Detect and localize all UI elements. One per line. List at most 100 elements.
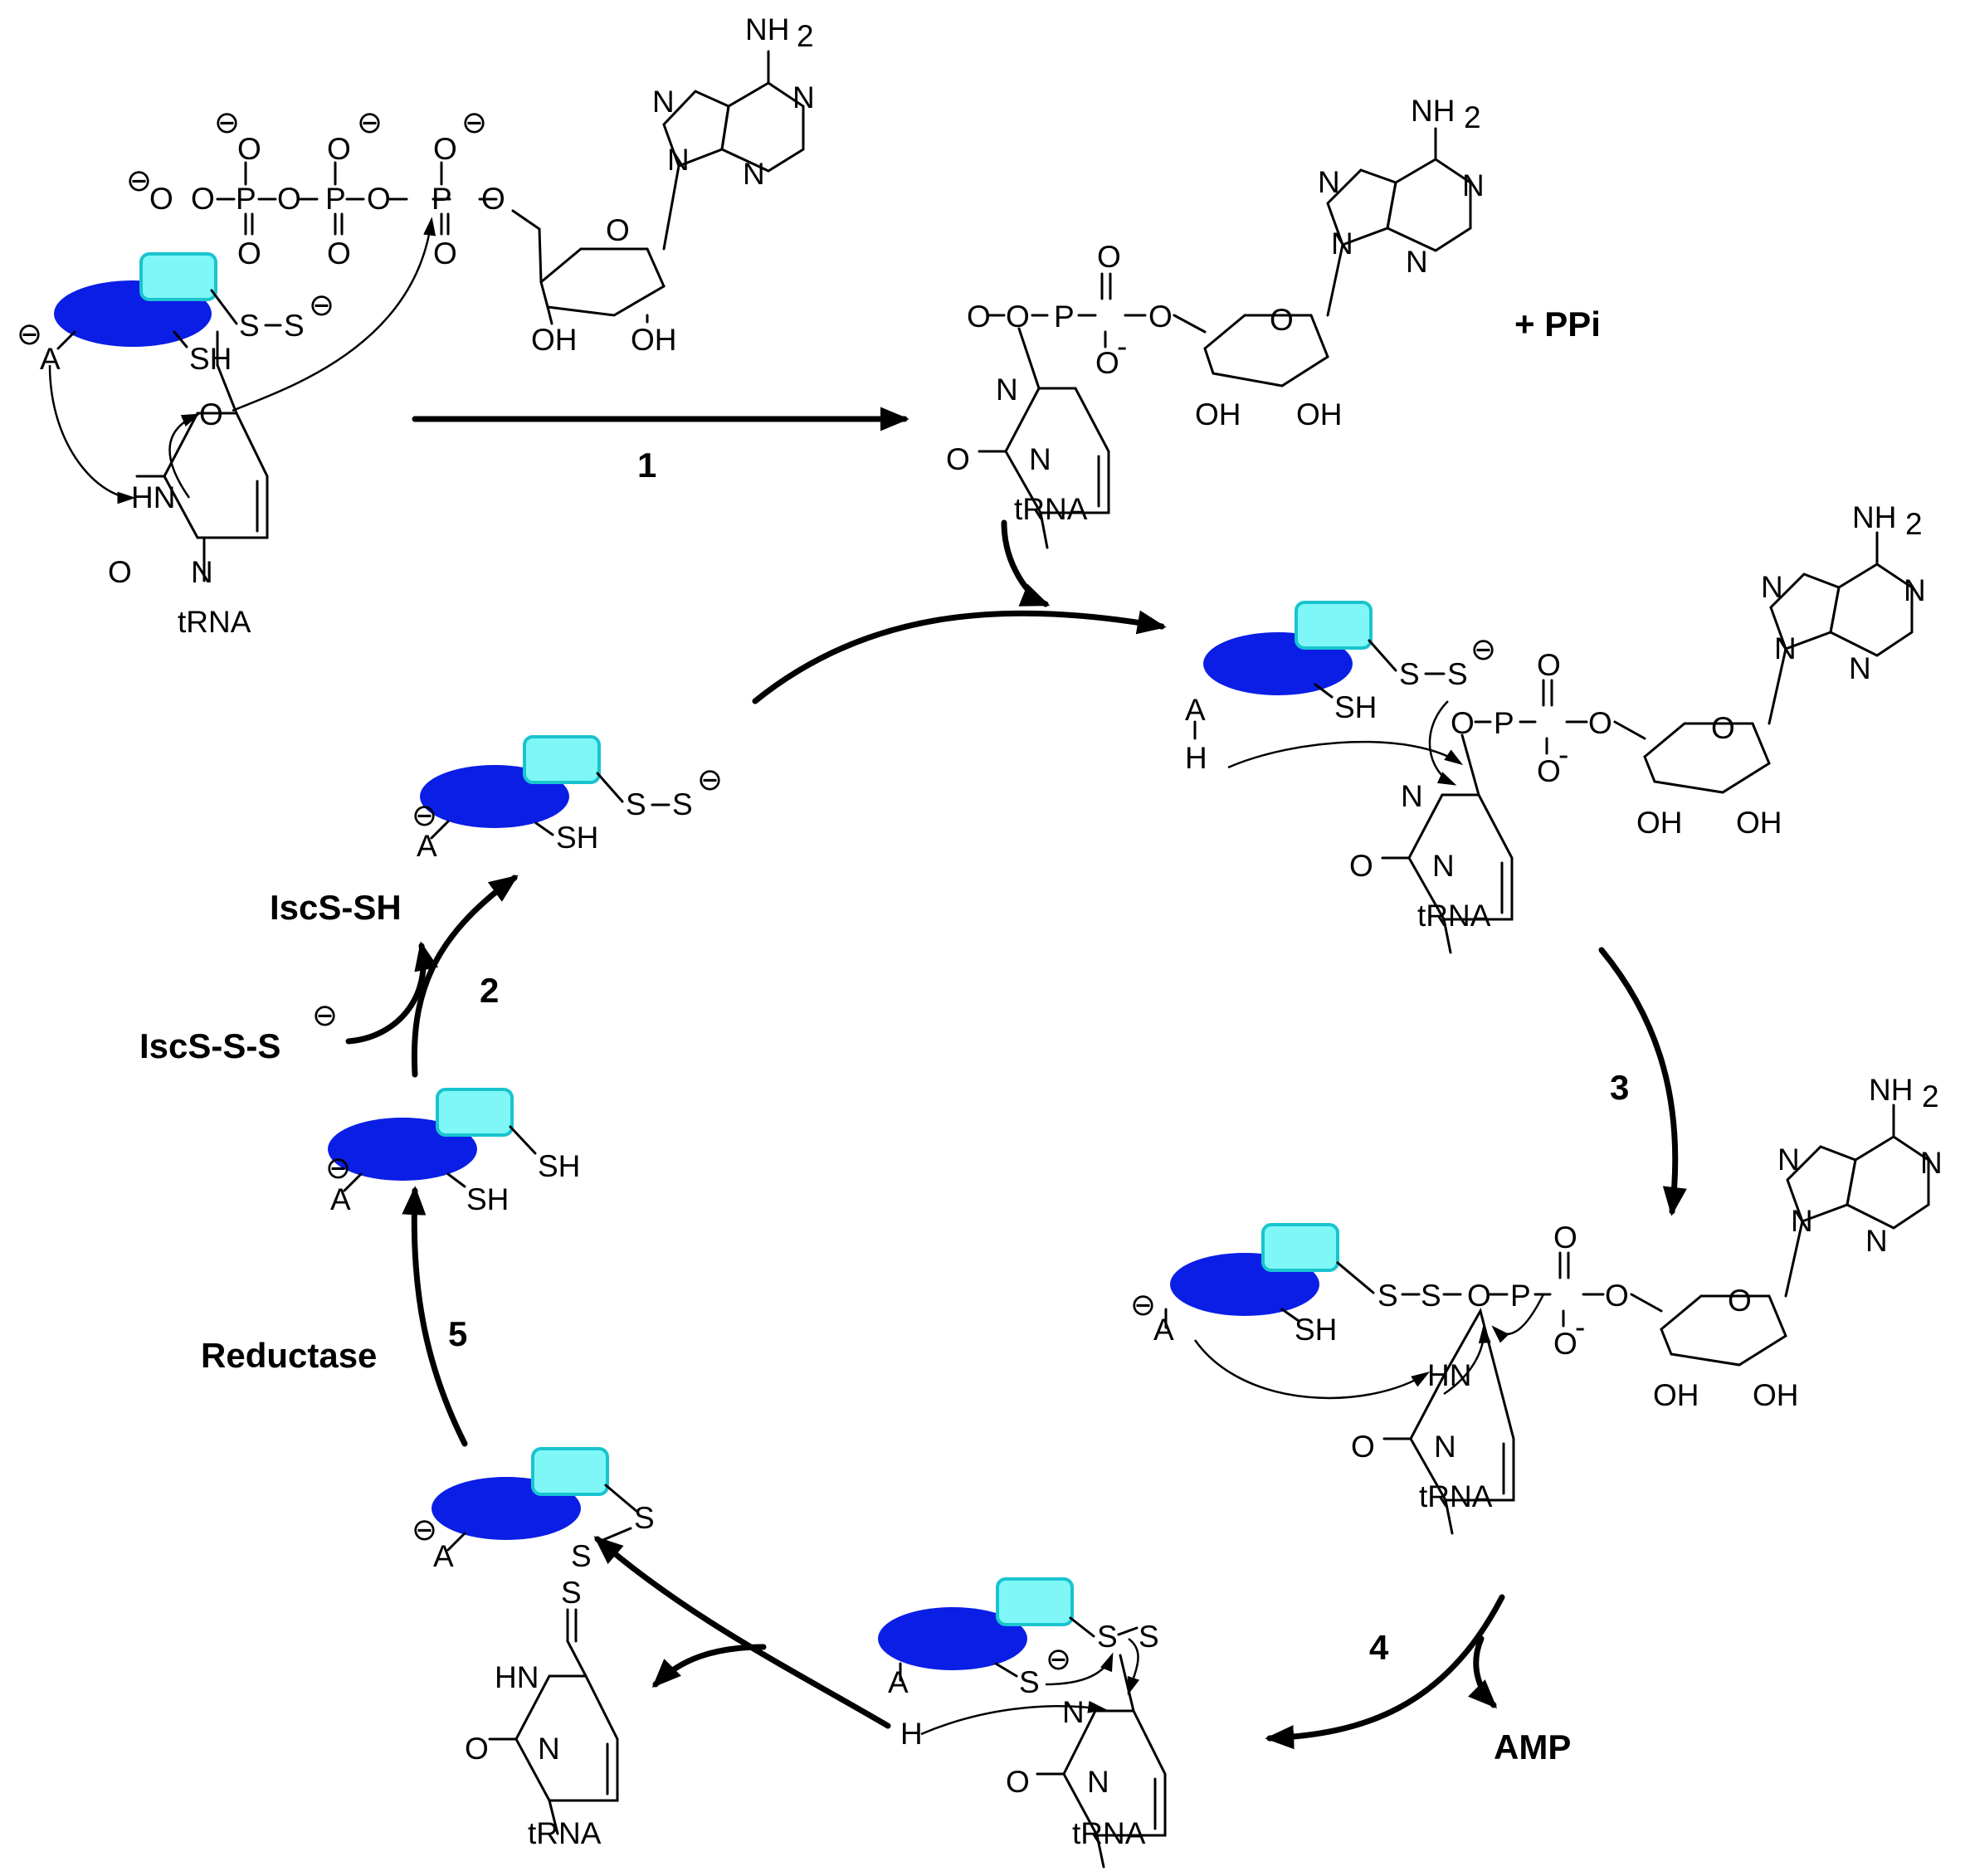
atom-o: O <box>1537 754 1561 788</box>
atom-n: N <box>1774 631 1797 665</box>
base-residue-label: A <box>1185 693 1206 727</box>
atom-o: O <box>1553 1221 1577 1255</box>
atom-s: S <box>1019 1665 1040 1699</box>
base-residue-label: A <box>330 1182 351 1216</box>
curly-arrows-step3 <box>1193 1294 1545 1400</box>
atom-o: O <box>1467 1279 1491 1313</box>
charge-minus-icon: ⊖ <box>1470 632 1496 666</box>
atom-s: S <box>1097 1620 1118 1654</box>
atom-n: N <box>667 143 690 177</box>
atom-o: O <box>1728 1284 1752 1318</box>
cycle-arrow-top <box>752 610 1167 704</box>
trna-label: tRNA <box>528 1816 602 1850</box>
enzyme-iscs-persulfide: S S ⊖ SH A ⊖ <box>17 252 334 376</box>
thiol-label: SH <box>1334 690 1377 724</box>
atom-s: S <box>1399 657 1420 691</box>
atom-p: P <box>432 182 452 216</box>
charge-minus-icon: ⊖ <box>461 105 487 139</box>
charge-minus: - <box>1117 329 1127 363</box>
merge-arrow <box>1001 519 1051 607</box>
proton-label: H <box>1185 741 1207 775</box>
charge-minus: - <box>1575 1310 1585 1344</box>
charge-minus-icon: ⊖ <box>1130 1288 1156 1322</box>
step2-arrow <box>411 875 519 1078</box>
atom-s: S <box>239 309 260 343</box>
atom-n: N <box>1462 168 1485 202</box>
atom-s: S <box>1447 657 1468 691</box>
curly-arrows-step4 <box>920 1638 1140 1736</box>
step3-arrow <box>1598 947 1687 1216</box>
curly-arrows-step1 <box>48 217 436 504</box>
subscript: 2 <box>1922 1079 1939 1113</box>
trna-label: tRNA <box>1417 899 1491 933</box>
atp-reactant <box>216 50 805 325</box>
atom-o: O <box>191 182 215 216</box>
subscript: 2 <box>797 19 814 53</box>
atom-s: S <box>672 787 693 821</box>
atom-o: O <box>606 213 630 247</box>
atom-o: O <box>1349 849 1373 883</box>
step-number: 5 <box>448 1314 467 1353</box>
curly-arrows-step2 <box>1227 700 1464 786</box>
atom-o: O <box>433 236 457 270</box>
reductase-reagent: Reductase <box>201 1336 377 1375</box>
enzyme-reduced: SH SH A ⊖ <box>325 1088 580 1216</box>
charge-minus-icon: ⊖ <box>309 288 334 322</box>
adenylated-uridine: O O P O O - O O OH OH N N N N NH 2 N O N… <box>946 94 1485 549</box>
atom-s: S <box>1421 1279 1441 1313</box>
atom-n: N <box>743 157 765 191</box>
atom-n: N <box>1432 849 1455 883</box>
persulfide-transfer-arrow <box>345 941 438 1045</box>
atom-n: N <box>1087 1765 1109 1799</box>
thiouridine-product: S HN O N tRNA <box>465 1576 619 1850</box>
trna-label: tRNA <box>1014 492 1088 526</box>
step4-arrow <box>1265 1594 1505 1750</box>
step-number: 1 <box>637 446 656 485</box>
amine-label: NH <box>745 12 789 46</box>
atom-n: N <box>1318 165 1340 199</box>
atom-n: N <box>1401 779 1423 813</box>
atom-n: N <box>1791 1204 1813 1238</box>
trna-label: tRNA <box>1419 1479 1493 1513</box>
charge-minus: - <box>1558 738 1568 772</box>
hydroxyl-label: OH <box>1653 1378 1699 1412</box>
atom-n: N <box>1904 573 1926 607</box>
atom-o: O <box>237 132 261 166</box>
atom-o: O <box>367 182 391 216</box>
hydroxyl-label: OH <box>1296 397 1343 431</box>
thiol-label: SH <box>466 1182 509 1216</box>
atom-o: O <box>967 300 991 334</box>
atom-s: S <box>626 787 646 821</box>
atom-o: O <box>1588 706 1612 740</box>
atom-n: N <box>1062 1695 1085 1729</box>
atom-s: S <box>1377 1279 1398 1313</box>
trna-label: tRNA <box>178 605 251 639</box>
imide-label: HN <box>131 480 175 514</box>
charge-minus-icon: ⊖ <box>126 163 152 197</box>
enzyme-regenerated-persulfide: S S ⊖ SH A ⊖ <box>412 735 723 863</box>
atom-n: N <box>652 85 675 119</box>
amine-label: NH <box>1869 1073 1913 1107</box>
atom-n: N <box>792 80 815 115</box>
atom-n: N <box>996 373 1018 407</box>
product-release-arrow <box>651 1644 767 1688</box>
thiol-label: SH <box>538 1149 580 1183</box>
atom-o: O <box>1553 1327 1577 1361</box>
charge-minus-icon: ⊖ <box>697 763 723 797</box>
atom-n: N <box>1865 1224 1888 1258</box>
atom-o: O <box>237 236 261 270</box>
atom-p: P <box>1510 1279 1531 1313</box>
base-residue-label: A <box>433 1539 454 1573</box>
thiol-label: SH <box>189 342 232 376</box>
atom-o: O <box>327 132 351 166</box>
atom-o: O <box>149 182 173 216</box>
atom-p: P <box>1494 706 1514 740</box>
atom-n: N <box>1406 245 1428 279</box>
base-residue-label: A <box>1153 1313 1174 1347</box>
atom-o: O <box>1006 1765 1030 1799</box>
amine-label: NH <box>1411 94 1455 128</box>
charge-minus-icon: ⊖ <box>325 1151 351 1185</box>
trna-label: tRNA <box>1072 1816 1146 1850</box>
